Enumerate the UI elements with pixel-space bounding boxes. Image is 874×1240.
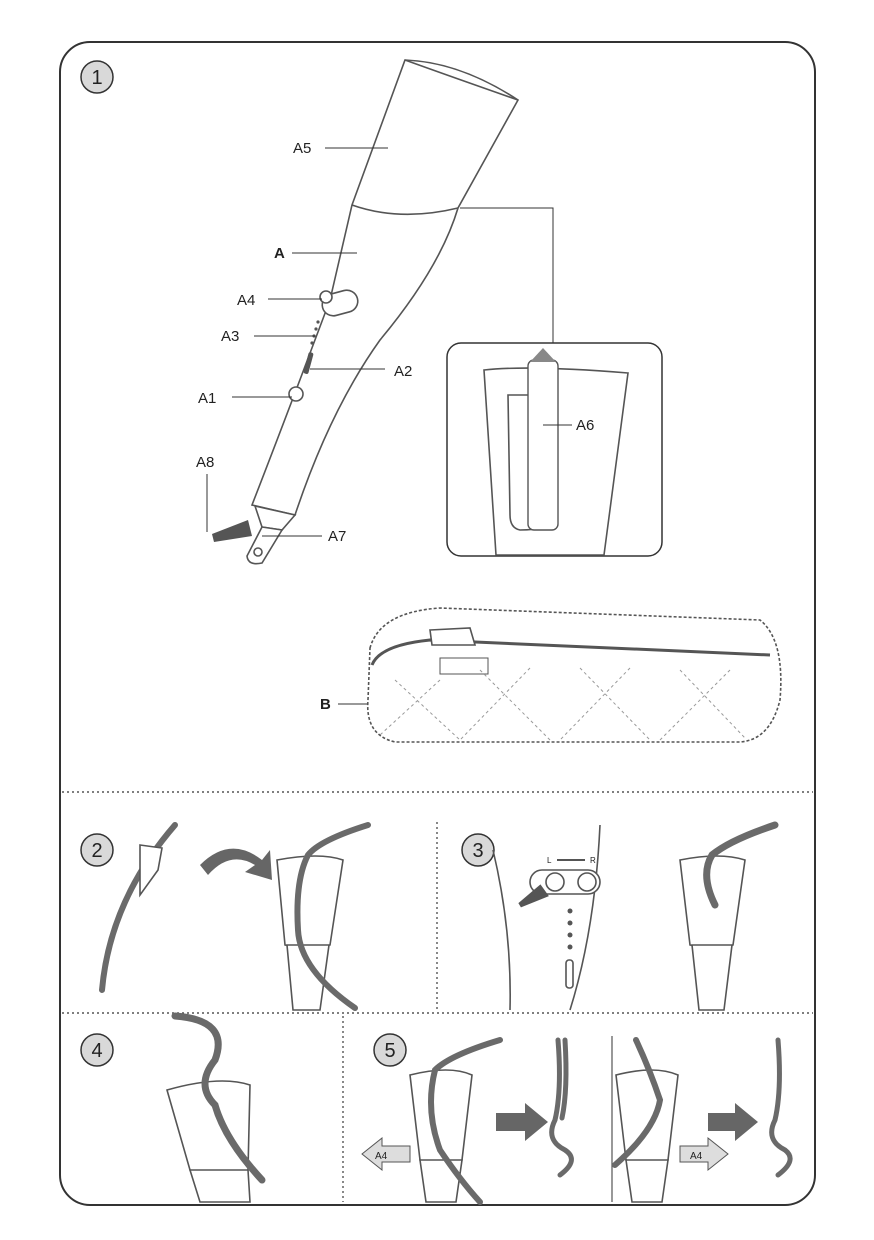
callout-label: 4 — [91, 1040, 102, 1062]
callout-label: A6 — [576, 417, 594, 434]
callout-label: A8 — [196, 454, 214, 471]
step-badge-2: 2 — [80, 833, 114, 867]
callout-label: 5 — [384, 1040, 395, 1062]
step-2-illustration — [99, 822, 371, 1011]
step-badge-1: 1 — [80, 60, 114, 94]
step-badge-3: 3 — [461, 833, 495, 867]
step-badge-5: 5 — [373, 1033, 407, 1067]
page-frame — [59, 41, 816, 1206]
callout-label: R — [590, 856, 596, 865]
callout-label: A4 — [690, 1151, 703, 1162]
step-4-illustration — [166, 1012, 266, 1203]
callout-label: L — [547, 856, 552, 865]
callout-label: A4 — [375, 1151, 388, 1162]
step-3-illustration: L R — [492, 821, 779, 1011]
callouts: A5 A A4 A3 A2 A1 A8 A7 B — [196, 140, 554, 713]
storage-pouch-illustration — [366, 607, 782, 743]
callout-label: 3 — [472, 840, 483, 862]
step-5-illustration: A4 A4 — [361, 1037, 793, 1205]
callout-label: A7 — [328, 528, 346, 545]
callout-label: 2 — [91, 840, 102, 862]
callout-label: A1 — [198, 390, 216, 407]
callout-label: A — [274, 245, 285, 262]
callout-label: A4 — [237, 292, 255, 309]
callout-label: A3 — [221, 328, 239, 345]
inset-detail-a6: A6 — [446, 342, 663, 557]
callout-label: A5 — [293, 140, 311, 157]
callout-label: B — [320, 696, 331, 713]
hair-curler-illustration — [212, 59, 520, 565]
step-badge-4: 4 — [80, 1033, 114, 1067]
callout-label: A2 — [394, 363, 412, 380]
callout-label: 1 — [91, 67, 102, 89]
